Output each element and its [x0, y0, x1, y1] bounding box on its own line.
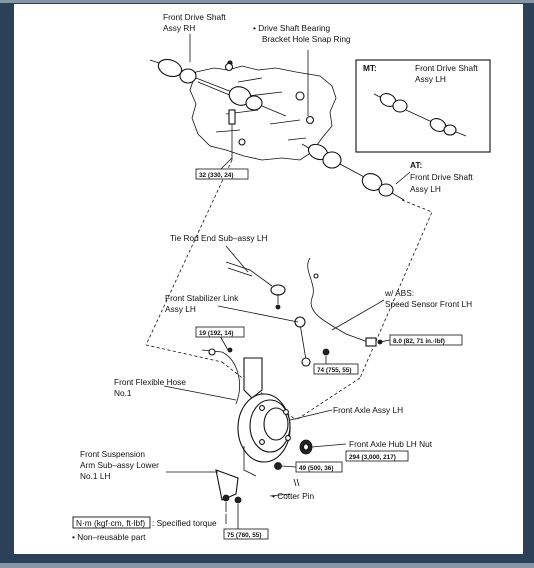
svg-text:49 (500, 36): 49 (500, 36) [299, 465, 333, 472]
label-suspension-arm: Front Suspension [80, 449, 145, 459]
case-boss [238, 138, 246, 146]
svg-text:32 (330, 24): 32 (330, 24) [199, 172, 233, 179]
label-tie-rod-end: Tie Rod End Sub–assy LH [170, 233, 267, 243]
label-suspension-arm: No.1 LH [80, 471, 110, 481]
label-mt-prefix: MT: [363, 63, 377, 73]
speed-sensor [307, 257, 383, 347]
label-at-shaft: AT: [410, 160, 422, 170]
label-hub-nut: Front Axle Hub LH Nut [349, 439, 433, 449]
torque-box-75: 75 (760, 55) [223, 528, 269, 540]
label-front-drive-shaft-rh: Front Drive Shaft [163, 12, 226, 22]
label-mt-shaft: Assy LH [415, 74, 446, 84]
mt-inset-box [355, 59, 491, 153]
label-front-axle: Front Axle Assy LH [333, 405, 403, 415]
torque-box-32: 32 (330, 24) [195, 168, 249, 180]
drive-shaft-lh-at [301, 143, 405, 201]
label-speed-sensor: Speed Sensor Front LH [385, 299, 472, 309]
label-bearing-snap-ring: Bracket Hole Snap Ring [262, 34, 351, 44]
svg-text:294 (3,000, 217): 294 (3,000, 217) [349, 454, 396, 461]
front-axle-assembly [237, 357, 291, 477]
snap-ring-2 [305, 115, 315, 125]
svg-text:74 (755, 55): 74 (755, 55) [317, 367, 351, 374]
case-boss [295, 91, 305, 101]
torque-box-294: 294 (3,000, 217) [345, 450, 409, 462]
label-stabilizer-link: Assy LH [165, 304, 196, 314]
label-abs: w/ ABS: [384, 288, 414, 298]
bearing-bracket-bolt [228, 109, 236, 160]
torque-box-19: 19 (192, 14) [195, 326, 245, 338]
legend-torque-desc: : Specified torque [152, 518, 217, 528]
hub-nut [299, 439, 313, 455]
torque-box-74: 74 (755, 55) [313, 363, 359, 375]
tie-rod-end [225, 261, 286, 310]
label-flexible-hose: No.1 [114, 388, 132, 398]
svg-text:75 (760, 55): 75 (760, 55) [227, 532, 261, 539]
label-suspension-arm: Arm Sub–assy Lower [80, 460, 159, 470]
snap-ring-1 [224, 62, 234, 72]
label-bearing-snap-ring: • Drive Shaft Bearing [253, 23, 331, 33]
leader-lines [163, 34, 411, 534]
transaxle-case [189, 65, 337, 161]
svg-text:8.0 (82, 71 in.·lbf): 8.0 (82, 71 in.·lbf) [393, 338, 445, 345]
lower-arm-joint [215, 469, 242, 514]
case-ribs [215, 77, 307, 141]
stabilizer-link [294, 316, 330, 367]
assembly-line [145, 159, 233, 346]
drive-shaft-lh-mt [373, 93, 467, 137]
label-mt-shaft: Front Drive Shaft [415, 63, 478, 73]
torque-box-8: 8.0 (82, 71 in.·lbf) [389, 334, 463, 346]
top-border [0, 0, 534, 3]
label-flexible-hose: Front Flexible Hose [114, 377, 186, 387]
svg-text:19 (192, 14): 19 (192, 14) [199, 330, 233, 337]
legend: N·m (kgf·cm, ft·lbf) : Specified torque … [72, 516, 217, 542]
legend-torque-unit: N·m (kgf·cm, ft·lbf) [76, 518, 145, 528]
bottom-border [0, 563, 534, 568]
label-cotter-pin: • Cotter Pin [272, 491, 314, 501]
assembly-line [145, 344, 223, 363]
label-at-shaft: Front Drive Shaft [410, 172, 473, 182]
drive-shaft-rh [149, 58, 287, 117]
torque-box-49: 49 (500, 36) [295, 461, 343, 473]
legend-nonreusable: • Non–reusable part [72, 532, 146, 542]
label-stabilizer-link: Front Stabilizer Link [165, 293, 239, 303]
label-at-shaft: Assy LH [410, 184, 441, 194]
cotter-pin [293, 478, 300, 487]
label-front-drive-shaft-rh: Assy RH [163, 23, 195, 33]
assembly-line [295, 377, 361, 421]
flexible-hose [201, 347, 240, 405]
